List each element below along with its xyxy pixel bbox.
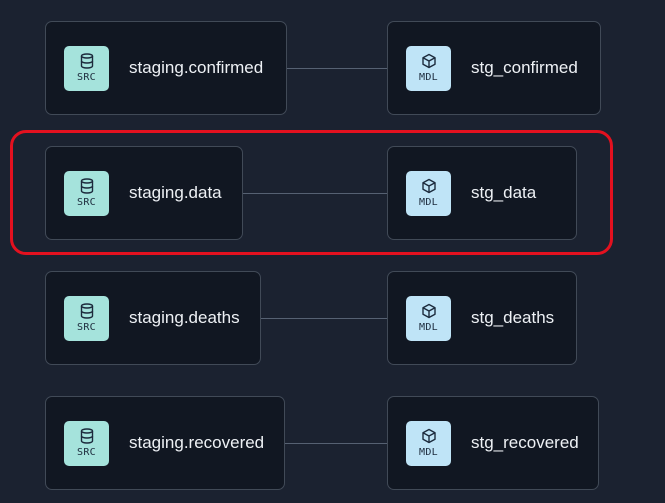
cube-icon	[421, 428, 436, 444]
model-node-stg-data[interactable]: MDL stg_data	[387, 146, 577, 240]
model-badge: MDL	[406, 170, 451, 216]
model-badge: MDL	[406, 295, 451, 341]
database-icon	[80, 303, 93, 319]
badge-text: MDL	[419, 197, 438, 208]
node-label: staging.data	[129, 183, 222, 202]
lineage-edge	[242, 193, 388, 194]
lineage-edge	[286, 68, 388, 69]
source-badge: SRC	[64, 295, 109, 341]
model-node-stg-deaths[interactable]: MDL stg_deaths	[387, 271, 577, 365]
node-label: staging.recovered	[129, 433, 265, 452]
badge-text: MDL	[419, 72, 438, 83]
model-badge: MDL	[406, 420, 451, 466]
badge-text: MDL	[419, 322, 438, 333]
model-node-stg-recovered[interactable]: MDL stg_recovered	[387, 396, 599, 490]
node-label: stg_recovered	[471, 433, 579, 452]
source-badge: SRC	[64, 420, 109, 466]
badge-text: SRC	[77, 197, 96, 208]
source-badge: SRC	[64, 45, 109, 91]
source-node-staging-deaths[interactable]: SRC staging.deaths	[45, 271, 261, 365]
database-icon	[80, 428, 93, 444]
source-node-staging-confirmed[interactable]: SRC staging.confirmed	[45, 21, 287, 115]
node-label: stg_confirmed	[471, 58, 578, 77]
badge-text: SRC	[77, 447, 96, 458]
lineage-edge	[260, 318, 388, 319]
source-node-staging-data[interactable]: SRC staging.data	[45, 146, 243, 240]
cube-icon	[421, 178, 436, 194]
database-icon	[80, 178, 93, 194]
source-node-staging-recovered[interactable]: SRC staging.recovered	[45, 396, 285, 490]
node-label: stg_deaths	[471, 308, 555, 327]
badge-text: SRC	[77, 322, 96, 333]
lineage-edge	[284, 443, 388, 444]
node-label: stg_data	[471, 183, 537, 202]
model-node-stg-confirmed[interactable]: MDL stg_confirmed	[387, 21, 601, 115]
node-label: staging.deaths	[129, 308, 240, 327]
node-label: staging.confirmed	[129, 58, 264, 77]
cube-icon	[421, 53, 436, 69]
badge-text: SRC	[77, 72, 96, 83]
badge-text: MDL	[419, 447, 438, 458]
model-badge: MDL	[406, 45, 451, 91]
source-badge: SRC	[64, 170, 109, 216]
cube-icon	[421, 303, 436, 319]
database-icon	[80, 53, 93, 69]
